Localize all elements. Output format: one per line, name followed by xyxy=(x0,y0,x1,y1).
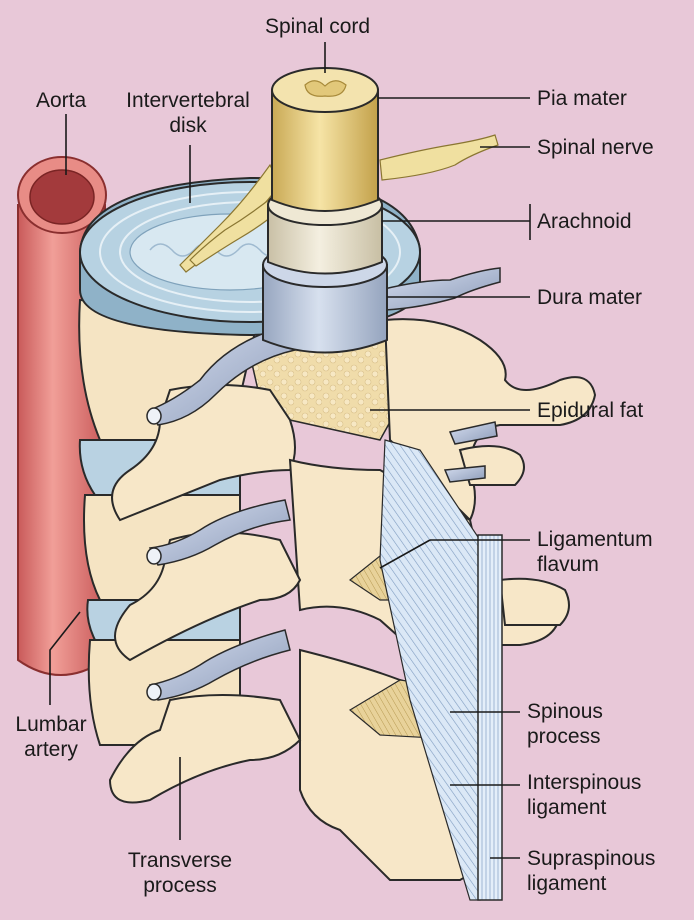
label-epidural-fat: Epidural fat xyxy=(537,399,644,422)
label-spinous-process-line1: Spinous xyxy=(527,700,603,723)
label-supraspinous-ligament: Supraspinous ligament xyxy=(527,846,655,896)
label-pia-mater: Pia mater xyxy=(537,87,627,110)
label-interspinous-ligament-line2: ligament xyxy=(527,796,607,819)
label-transverse-process-line1: Transverse xyxy=(127,849,233,872)
label-spinous-process: Spinous process xyxy=(527,699,603,749)
label-transverse-process-line2: process xyxy=(143,874,217,897)
leader-lines xyxy=(49,42,531,859)
label-aorta: Aorta xyxy=(36,89,87,112)
label-transverse-process: Transverse process xyxy=(110,848,250,898)
label-intervertebral-disk: Intervertebral disk xyxy=(112,88,264,138)
label-intervertebral-disk-line2: disk xyxy=(169,114,207,137)
label-ligamentum-flavum-line2: flavum xyxy=(537,553,599,576)
label-spinous-process-line2: process xyxy=(527,725,601,748)
label-ligamentum-flavum-line1: Ligamentum xyxy=(537,528,653,551)
label-interspinous-ligament: Interspinous ligament xyxy=(527,770,641,820)
spinal-nerve-roots xyxy=(179,134,499,273)
spinal-cord-column xyxy=(262,67,388,354)
label-supraspinous-ligament-line1: Supraspinous xyxy=(527,847,656,870)
label-spinal-nerve: Spinal nerve xyxy=(537,136,654,159)
label-lumbar-artery-line1: Lumbar xyxy=(15,713,87,736)
label-dura-mater: Dura mater xyxy=(537,286,643,309)
label-ligamentum-flavum: Ligamentum flavum xyxy=(537,527,653,577)
label-lumbar-artery-line2: artery xyxy=(24,738,78,761)
supraspinous-ligament-band xyxy=(477,534,503,901)
label-lumbar-artery: Lumbar artery xyxy=(6,712,96,762)
label-intervertebral-disk-line1: Intervertebral xyxy=(126,89,250,112)
label-supraspinous-ligament-line2: ligament xyxy=(527,872,607,895)
spinal-nerves xyxy=(146,267,501,701)
label-spinal-cord: Spinal cord xyxy=(265,15,371,38)
label-interspinous-ligament-line1: Interspinous xyxy=(527,771,642,794)
label-arachnoid: Arachnoid xyxy=(537,210,632,233)
